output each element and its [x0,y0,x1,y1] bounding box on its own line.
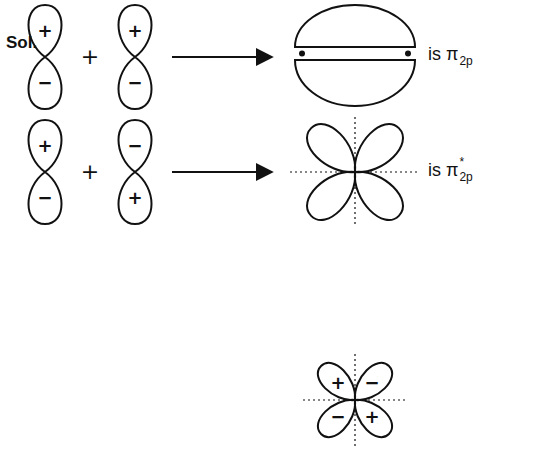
phase-sign: − [127,74,142,92]
nucleus-dot [405,51,411,57]
orbital-subscript: 2p [459,171,472,183]
orbital-name: is π [428,45,458,63]
reaction-arrow [172,171,272,173]
plus-operator: + [81,46,99,68]
antibonding-orbital [303,354,407,446]
phase-sign: + [37,137,52,155]
phase-sign: + [127,189,142,207]
p-orbital [29,5,62,109]
orbital-superscript: * [459,156,464,168]
p-orbital [29,120,62,224]
plus-operator: + [81,161,99,183]
pi-orbital [295,5,415,47]
p-orbital [119,5,152,109]
p-orbital [119,120,152,224]
orbital-subscript: 2p [459,55,472,67]
phase-sign: − [127,137,142,155]
phase-sign: − [330,408,345,426]
phase-sign: + [364,408,379,426]
phase-sign: − [364,374,379,392]
phase-sign: + [330,374,345,392]
phase-sign: − [37,74,52,92]
nucleus-dot [299,51,305,57]
reaction-arrow [172,56,272,58]
solution-heading: Sol. [6,34,37,51]
pi-orbital [295,60,415,106]
phase-sign: − [37,189,52,207]
orbital-name: is π [428,161,458,179]
phase-sign: + [127,22,142,40]
phase-sign: + [37,22,52,40]
antibonding-orbital [290,116,420,227]
